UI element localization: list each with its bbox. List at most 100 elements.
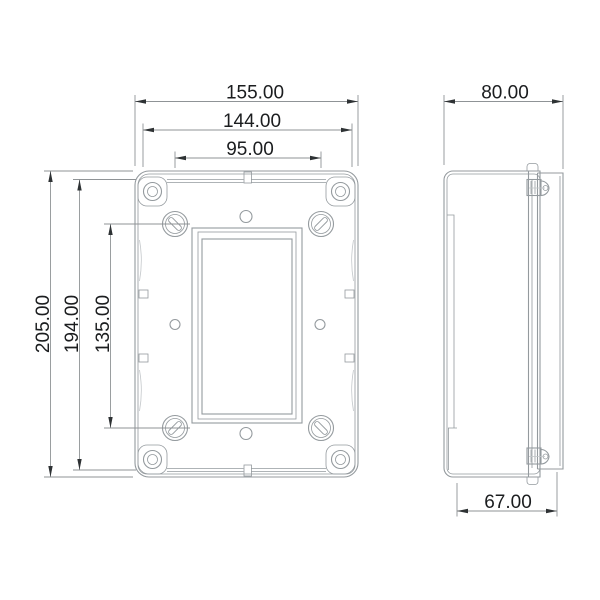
hole-top-center bbox=[239, 209, 253, 224]
notch-right-lower bbox=[344, 353, 355, 363]
pad-hole-top-left bbox=[142, 181, 163, 202]
screw-boss-tab bbox=[526, 163, 539, 172]
pad-hole-inner-bottom-right bbox=[335, 454, 346, 465]
dim-overall-width: 155.00 bbox=[134, 83, 359, 166]
inner-step bbox=[447, 214, 457, 470]
pad-hole-bottom-left bbox=[142, 449, 163, 470]
dim-inner-height: 194.00 bbox=[62, 179, 136, 471]
dim-arrow-top-icon bbox=[77, 179, 82, 191]
side-screw-bottom bbox=[526, 447, 550, 485]
dim-arrow-right-icon bbox=[347, 99, 358, 104]
front-inner-outline bbox=[137, 173, 356, 475]
dim-label-67: 67.00 bbox=[484, 492, 532, 513]
screw-inner bbox=[311, 418, 331, 438]
dim-arrow-left-icon bbox=[135, 99, 146, 104]
dim-screw-width: 95.00 bbox=[174, 139, 322, 168]
screw-inner bbox=[311, 214, 331, 234]
dim-arrow-right-icon bbox=[341, 127, 352, 133]
parting-line-bottom bbox=[167, 468, 326, 472]
dim-overall-height: 205.00 bbox=[33, 170, 133, 478]
parting-line-top bbox=[167, 179, 326, 183]
screw-dome bbox=[540, 448, 550, 465]
hole-bottom-center bbox=[239, 426, 253, 441]
draft-curves bbox=[139, 239, 354, 412]
frame-inner bbox=[201, 238, 293, 415]
corner-pads bbox=[137, 176, 356, 475]
screw-top-right bbox=[307, 210, 335, 238]
dim-base-depth: 67.00 bbox=[456, 472, 558, 517]
side-screw-top bbox=[526, 163, 550, 197]
ext-lines bbox=[104, 223, 190, 429]
frame-outer bbox=[191, 227, 303, 424]
dim-arrow-top-icon bbox=[48, 171, 53, 182]
dim-label-205: 205.00 bbox=[33, 295, 54, 353]
dim-arrow-bottom-icon bbox=[108, 417, 113, 428]
small-holes bbox=[169, 209, 326, 441]
screw-slot-icon bbox=[314, 421, 328, 435]
side-lid-inner bbox=[446, 173, 541, 475]
screw-slot-edge bbox=[530, 449, 536, 463]
screw-outer bbox=[307, 414, 335, 442]
top-center-tab bbox=[243, 171, 252, 184]
draft-curve bbox=[351, 239, 354, 282]
dim-arrow-bottom-icon bbox=[48, 466, 53, 477]
dim-label-144: 144.00 bbox=[223, 111, 281, 132]
front-view bbox=[134, 170, 359, 478]
window-frame bbox=[191, 227, 303, 424]
parting-lines bbox=[167, 171, 326, 477]
wall-notches bbox=[138, 289, 355, 363]
screw-slot-edge bbox=[530, 181, 536, 194]
dim-arrow-left-icon bbox=[444, 99, 455, 104]
screw-outer bbox=[307, 210, 335, 238]
dim-arrow-bottom-icon bbox=[77, 459, 82, 470]
screw-boss-tab bbox=[526, 477, 539, 485]
dim-arrow-right-icon bbox=[546, 508, 557, 514]
ext-lines bbox=[73, 179, 136, 471]
pad-hole-inner-bottom-left bbox=[147, 454, 158, 465]
side-back-panel bbox=[537, 172, 564, 470]
dim-arrow-top-icon bbox=[108, 224, 113, 235]
dimensions: 155.00 144.00 95.00 80.00 bbox=[33, 83, 564, 517]
draft-curve bbox=[139, 239, 142, 282]
screw-bottom-right bbox=[307, 414, 335, 442]
hole-mid-right bbox=[314, 318, 326, 331]
pad-bottom-right bbox=[325, 444, 356, 475]
hole-mid-left bbox=[169, 318, 181, 331]
pad-hole-inner-top-right bbox=[335, 186, 346, 197]
screw-slot-icon bbox=[314, 217, 328, 231]
bottom-center-tab bbox=[243, 464, 252, 477]
dim-arrow-right-icon bbox=[552, 99, 563, 104]
pad-hole-inner-top-left bbox=[147, 186, 158, 197]
pad-hole-top-right bbox=[330, 181, 351, 202]
notch-left-lower bbox=[138, 353, 149, 363]
draft-curve bbox=[351, 369, 354, 412]
dim-arrow-left-icon bbox=[175, 155, 186, 161]
pad-top-left bbox=[137, 176, 168, 207]
ext-lines bbox=[44, 170, 133, 478]
screw-body bbox=[526, 447, 542, 465]
dim-overall-depth: 80.00 bbox=[443, 83, 564, 169]
ext-lines bbox=[443, 95, 564, 169]
dim-arrow-right-icon bbox=[310, 155, 321, 161]
dim-label-155: 155.00 bbox=[226, 83, 284, 104]
notch-right-upper bbox=[344, 289, 355, 299]
notch-left-upper bbox=[138, 289, 149, 299]
draft-curve bbox=[139, 369, 142, 412]
frame-middle bbox=[197, 231, 297, 420]
cover-screws bbox=[161, 210, 335, 442]
ext-lines bbox=[142, 123, 353, 167]
screw-dome bbox=[540, 180, 550, 197]
dim-arrow-left-icon bbox=[457, 508, 468, 514]
dim-inner-width: 144.00 bbox=[142, 111, 353, 167]
side-lid-outline bbox=[443, 170, 541, 478]
pad-top-right bbox=[325, 176, 356, 207]
dim-screw-height: 135.00 bbox=[93, 223, 190, 429]
ext-lines bbox=[134, 95, 359, 166]
dim-label-135: 135.00 bbox=[93, 295, 114, 353]
pad-bottom-left bbox=[137, 444, 168, 475]
front-outer-outline bbox=[134, 170, 359, 478]
pad-hole-bottom-right bbox=[330, 449, 351, 470]
ext-lines bbox=[174, 151, 322, 168]
dim-arrow-left-icon bbox=[143, 127, 154, 133]
